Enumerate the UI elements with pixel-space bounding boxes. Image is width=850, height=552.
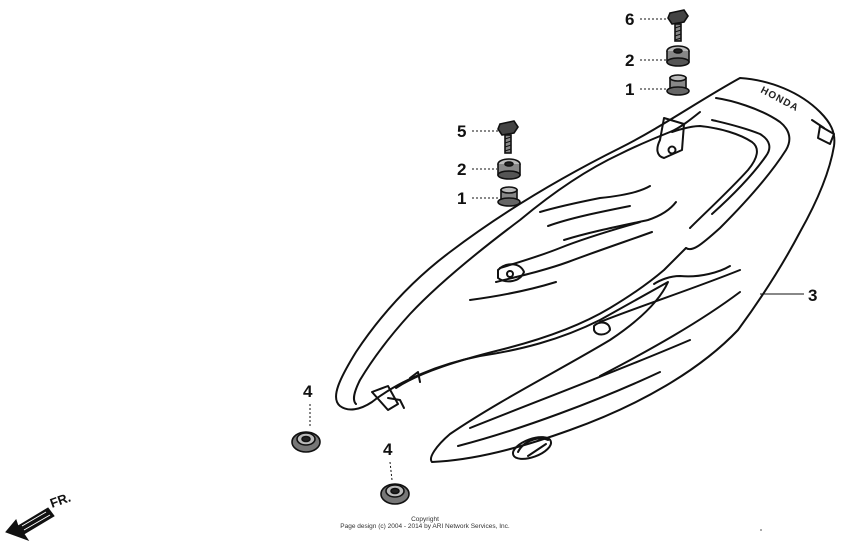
callout-5: 5 <box>457 122 466 141</box>
upper-hardware-stack <box>666 9 690 96</box>
collar-1-mid-icon <box>497 186 521 207</box>
grommet-4-bottom-icon <box>380 483 410 505</box>
front-indicator-label: FR. <box>48 490 73 511</box>
callout-2-top: 2 <box>625 51 634 70</box>
leader-lines <box>309 18 804 481</box>
middle-hardware-stack <box>497 120 521 207</box>
seat-cowl <box>335 77 836 463</box>
grommet-2-icon <box>666 45 690 67</box>
honda-brand-mark: HONDA <box>759 85 801 114</box>
grommet-4-left-icon <box>291 431 321 453</box>
grommet-2-mid-icon <box>497 158 521 180</box>
callout-1-mid: 1 <box>457 189 466 208</box>
callout-4-left: 4 <box>303 382 313 401</box>
collar-1-icon <box>666 74 690 96</box>
bolt-6-icon <box>667 9 689 42</box>
callout-6: 6 <box>625 10 634 29</box>
front-direction-arrow-icon <box>5 507 55 541</box>
copyright-line-1: Copyright <box>411 516 439 523</box>
callout-3: 3 <box>808 286 817 305</box>
callout-2-mid: 2 <box>457 160 466 179</box>
callout-1-top: 1 <box>625 80 634 99</box>
bolt-5-icon <box>497 120 519 154</box>
copyright-line-2: Page design (c) 2004 - 2014 by ARI Netwo… <box>340 523 510 530</box>
callout-4-bottom: 4 <box>383 440 393 459</box>
